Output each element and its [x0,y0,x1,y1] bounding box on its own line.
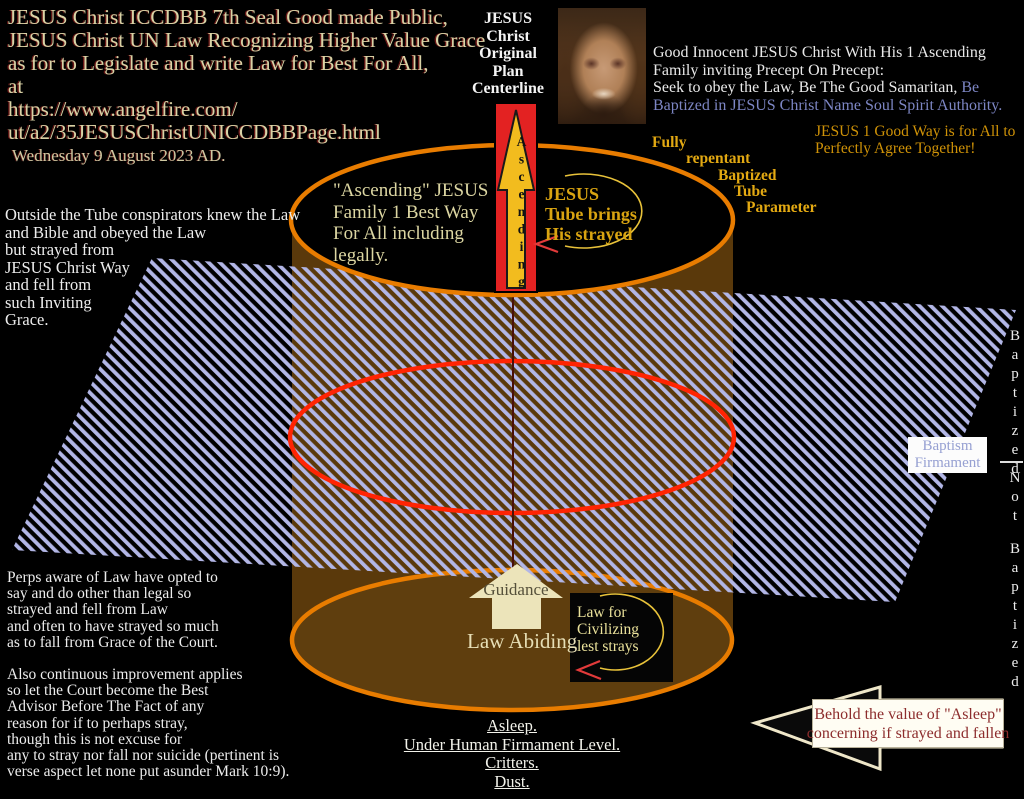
tube-brings-strayed-text: JESUS Tube brings His strayed [545,184,637,244]
right-rail-baptized-label: Baptized [1007,328,1023,480]
title-line: JESUS Christ UN Law Recognizing Higher V… [8,28,486,52]
original-plan-centerline-label: JESUS Christ Original Plan Centerline [472,10,544,97]
ascending-family-text: "Ascending" JESUS Family 1 Best Way For … [333,180,489,266]
law-box-line: lest strays [577,638,639,655]
ascending-arrow-icon [496,109,536,289]
law-box-line: Civilizing [577,621,639,638]
asleep-levels-text: Asleep. Under Human Firmament Level. Cri… [403,716,621,791]
right-rail-not-baptized-label: Baptized [1007,541,1023,693]
precept-text-block: Good Innocent JESUS Christ With His 1 As… [653,44,1003,114]
outside-tube-text: Outside the Tube conspirators knew the L… [5,205,301,329]
baptism-label-line: Firmament [914,454,981,471]
title-line: JESUS Christ ICCDBB 7th Seal Good made P… [8,5,448,29]
date-label: Wednesday 9 August 2023 AD. [12,146,226,165]
page-url-line[interactable]: https://www.angelfire.com/ [8,97,238,121]
page-title: JESUS Christ ICCDBB 7th Seal Good made P… [8,6,485,144]
title-line: at [8,74,24,98]
title-line: as for to Legislate and write Law for Be… [8,51,429,75]
guidance-arrow-label: Guidance [483,580,549,599]
law-civilizing-box: Law for Civilizing lest strays [570,593,673,682]
tube-parameter-label: Fully repentant Baptized Tube Parameter [652,134,817,217]
agree-together-text: JESUS 1 Good Way is for All to Perfectly… [815,123,1016,157]
law-abiding-label: Law Abiding [467,629,578,653]
page-url-line[interactable]: ut/a2/35JESUSChristUNICCDBBPage.html [8,120,381,144]
law-box-line: Law for [577,604,627,621]
baptism-label-line: Baptism [922,438,973,454]
behold-asleep-callout: Behold the value of "Asleep" concerning … [807,699,1009,748]
right-rail-divider [1000,461,1023,463]
perps-law-text: Perps aware of Law have opted to say and… [7,569,290,781]
ascending-arrow-word: Ascending [514,134,529,292]
right-rail-not-label: Not [1007,470,1023,527]
behold-line: concerning if strayed and fallen [806,724,1010,742]
jesus-portrait [558,8,646,124]
behold-line: Behold the value of "Asleep" [814,705,1002,723]
baptism-firmament-label-box: Baptism Firmament [908,437,987,473]
guidance-arrow-icon [469,564,563,629]
